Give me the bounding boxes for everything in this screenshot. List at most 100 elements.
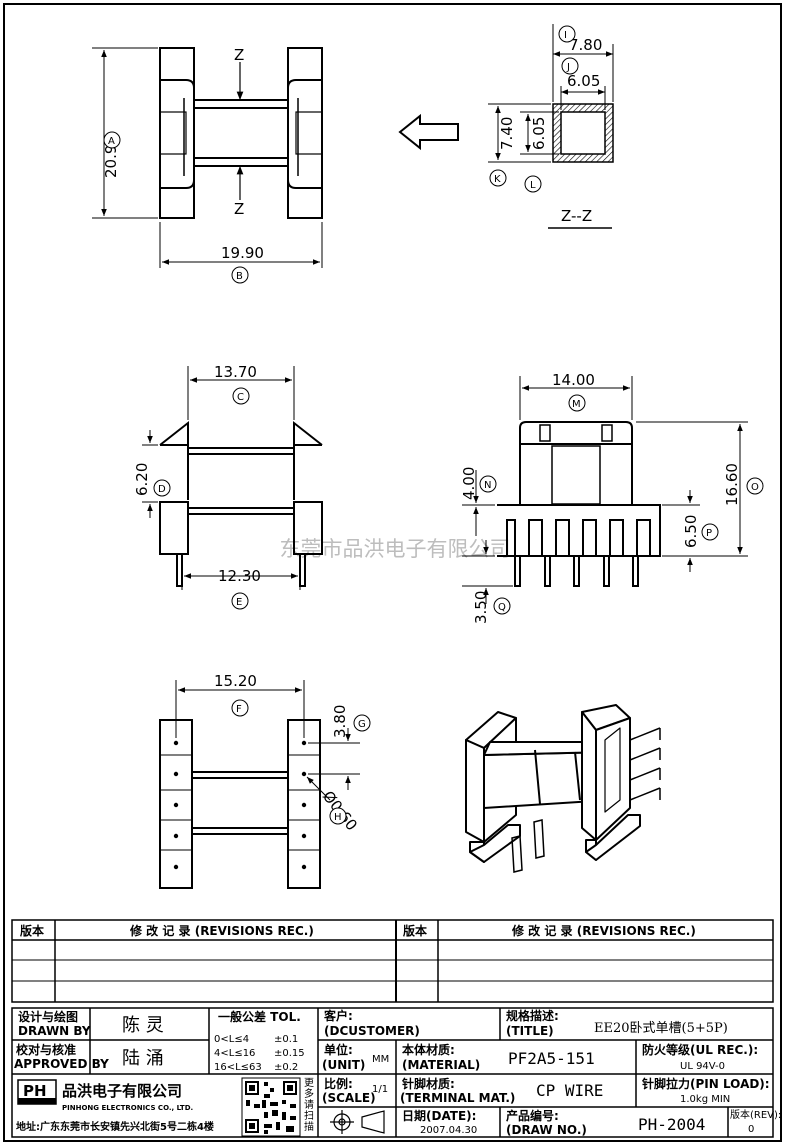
approver-label-cn: 校对与核准	[16, 1042, 76, 1057]
section-mark-top: Z	[234, 46, 244, 64]
top-view-dimensions	[92, 47, 323, 268]
spec-label-cn: 规格描述:	[506, 1008, 559, 1023]
spec-value: EE20卧式单槽(5+5P)	[594, 1021, 728, 1036]
title-block-grid	[11, 1007, 774, 1138]
callout-h: H	[334, 812, 342, 823]
callout-a: A	[108, 136, 115, 147]
rev-col-version-right: 版本	[403, 923, 427, 938]
callout-k: K	[494, 174, 501, 185]
dim-pin-length-q: 3.50	[472, 591, 490, 624]
callout-c-circle	[232, 387, 250, 405]
section-view-title: Z--Z	[561, 207, 592, 225]
material-label-en: (MATERIAL)	[402, 1058, 480, 1072]
callout-d-circle	[153, 479, 171, 497]
approver-label-en: APPROVED BY	[14, 1057, 109, 1071]
callout-c: C	[237, 392, 244, 403]
dim-base-height-p: 6.50	[682, 515, 700, 548]
terminal-label-cn: 针脚材质:	[402, 1076, 455, 1091]
tol-value-0: ±0.1	[274, 1034, 298, 1045]
projection-symbol-icon	[330, 1110, 385, 1134]
qr-side-char-3: 扫	[304, 1109, 314, 1122]
dim-outer-width-i: 7.80	[569, 36, 602, 54]
callout-i-circle	[558, 25, 576, 43]
dim-flange-gap-d: 6.20	[133, 463, 151, 496]
callout-m: M	[572, 399, 581, 410]
callout-p: P	[706, 528, 712, 539]
callout-e: E	[236, 597, 242, 608]
dim-inner-width-j: 6.05	[567, 72, 600, 90]
spec-label-en: (TITLE)	[506, 1024, 554, 1038]
qr-side-char-2: 请	[304, 1098, 314, 1111]
section-mark-bottom: Z	[234, 200, 244, 218]
qr-code-icon	[241, 1077, 301, 1137]
rev-col-record-left: 修 改 记 录 (REVISIONS REC.)	[129, 923, 314, 938]
unit-label-cn: 单位:	[324, 1042, 353, 1057]
customer-label-en: (DCUSTOMER)	[324, 1024, 420, 1038]
rev-col-record-right: 修 改 记 录 (REVISIONS REC.)	[511, 923, 696, 938]
callout-j: J	[566, 62, 570, 73]
callout-g: G	[358, 719, 366, 730]
bottom-view-pins	[173, 740, 307, 870]
dim-pin-pitch-g: 3.80	[331, 705, 349, 738]
approver-value: 陆 涌	[122, 1048, 164, 1069]
material-label-cn: 本体材质:	[402, 1042, 455, 1057]
callout-b-circle	[231, 266, 249, 284]
company-logo-text: PH	[23, 1082, 47, 1100]
ul-label: 防火等级(UL REC.):	[642, 1042, 758, 1057]
top-view	[159, 47, 323, 219]
callout-k-circle	[489, 169, 507, 187]
dim-inner-height-l: 6.05	[530, 117, 548, 150]
terminal-value: CP WIRE	[536, 1081, 603, 1100]
unit-value: MM	[372, 1054, 389, 1065]
dim-pin-span-f: 15.20	[214, 672, 257, 690]
material-value: PF2A5-151	[508, 1049, 595, 1068]
dim-total-height-o: 16.60	[723, 463, 741, 506]
dim-side-width-m: 14.00	[552, 371, 595, 389]
terminal-label-en: (TERMINAL MAT.)	[400, 1091, 515, 1105]
callout-p-circle	[701, 523, 719, 541]
callout-d: D	[158, 484, 166, 495]
bottom-view	[159, 719, 321, 889]
revisions-table	[11, 919, 774, 1003]
scale-label-en: (SCALE)	[322, 1091, 376, 1105]
scale-label-cn: 比例:	[324, 1076, 353, 1091]
company-address: 地址:广东东莞市长安镇先兴北街5号二栋4楼	[16, 1120, 214, 1133]
side-view	[497, 421, 661, 587]
dim-top-width-c: 13.70	[214, 363, 257, 381]
date-value: 2007.04.30	[420, 1125, 477, 1136]
side-view-dimensions	[462, 376, 748, 604]
dim-width-b: 19.90	[221, 244, 264, 262]
section-view-dimensions	[488, 24, 614, 163]
callout-j-circle	[561, 57, 579, 75]
bottom-view-flange-steps	[160, 754, 320, 851]
callout-o-circle	[746, 477, 764, 495]
qr-side-char-4: 描	[304, 1120, 314, 1133]
qr-side-text: 更 多 请 扫 描	[304, 1077, 314, 1133]
company-name-en: PINHONG ELECTRONICS CO., LTD.	[62, 1104, 193, 1112]
designer-label-en: DRAWN BY	[18, 1024, 91, 1038]
rev-value: 0	[748, 1124, 754, 1135]
scale-value: 1/1	[372, 1084, 388, 1095]
callout-n: N	[484, 480, 491, 491]
callout-l-circle	[524, 175, 542, 193]
callout-o: O	[751, 482, 759, 493]
tol-range-1: 4<L≤16	[214, 1048, 255, 1059]
draw-no-label-cn: 产品编号:	[506, 1108, 559, 1123]
ul-value: UL 94V-0	[680, 1061, 725, 1072]
tol-value-1: ±0.15	[274, 1048, 305, 1059]
sheet-border	[3, 3, 782, 1142]
isometric-pins	[511, 727, 661, 873]
callout-q: Q	[498, 602, 506, 613]
draw-no-value: PH-2004	[638, 1115, 705, 1134]
designer-label-cn: 设计与绘图	[18, 1009, 78, 1024]
rev-label: 版本(REV):	[730, 1108, 781, 1121]
tolerance-title: 一般公差 TOL.	[218, 1009, 301, 1024]
dim-outer-height-k: 7.40	[498, 117, 516, 150]
qr-side-char-0: 更	[304, 1077, 314, 1089]
draw-no-label-en: (DRAW NO.)	[506, 1123, 587, 1137]
callout-q-circle	[493, 597, 511, 615]
dim-bottom-width-e: 12.30	[218, 567, 261, 585]
callout-m-circle	[568, 394, 586, 412]
bottom-view-dimensions	[175, 680, 360, 801]
callout-i: I	[564, 30, 567, 41]
